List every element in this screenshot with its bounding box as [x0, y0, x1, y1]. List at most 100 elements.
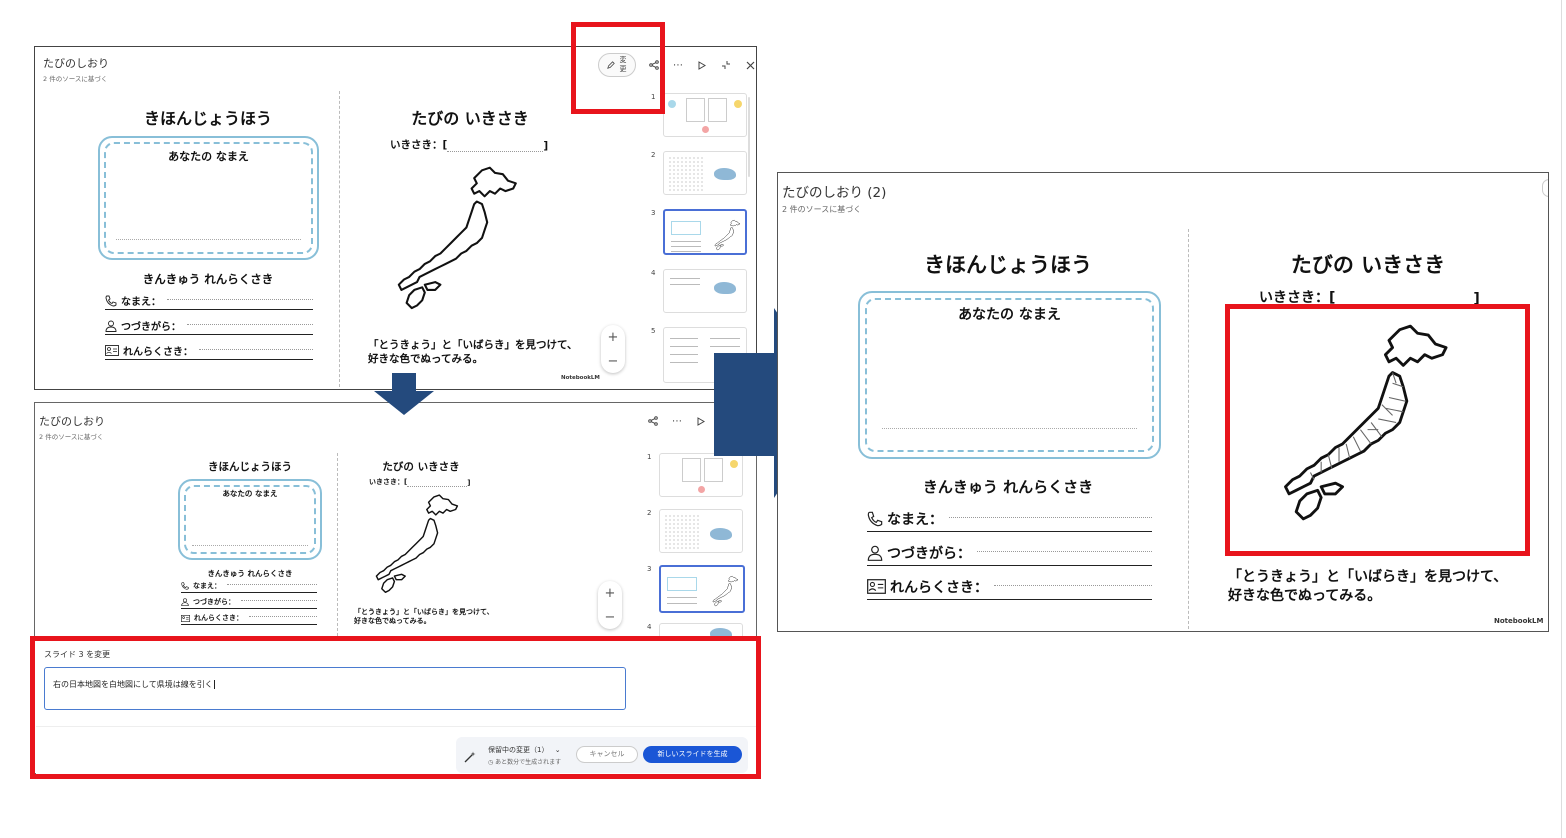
thumbnail-number: 3	[647, 565, 652, 573]
page-edge-line	[1561, 0, 1562, 838]
thumb-line	[670, 278, 700, 279]
slide-divider	[337, 453, 338, 651]
thumb-shark	[714, 168, 736, 180]
share-icon[interactable]	[647, 415, 659, 427]
slide-viewer-result: たびのしおり (2) 2 件のソースに基づく きほんじょうほう あなたの なまえ…	[777, 172, 1549, 632]
emergency-heading: きんきゅう れんらくさき	[922, 478, 1094, 496]
thumb-block	[708, 98, 727, 122]
field-dots	[949, 516, 1152, 518]
name-box-line	[116, 239, 301, 240]
pending-changes-bar: 保留中の変更（1） ⌄ ◷ あと数分で生成されます キャンセル 新しいスライドを…	[456, 737, 748, 773]
viewer-toolbar: ⋯	[647, 415, 707, 427]
more-icon[interactable]: ⋯	[672, 415, 682, 427]
emergency-heading: きんきゅう れんらくさき	[207, 569, 293, 578]
collapse-icon[interactable]	[720, 59, 732, 71]
emergency-heading: きんきゅう れんらくさき	[142, 272, 274, 286]
partial-control	[1542, 179, 1548, 197]
play-icon[interactable]	[695, 415, 707, 427]
destination-close: ]	[467, 479, 471, 487]
name-box-label: あなたの なまえ	[168, 150, 249, 163]
pending-changes-note: ◷ あと数分で生成されます	[488, 757, 561, 766]
edit-button-label: 変更	[619, 56, 627, 73]
thumbnail-image	[659, 509, 743, 553]
zoom-in-button[interactable]: +	[607, 329, 619, 345]
thumb-line	[670, 362, 698, 363]
phone-icon	[181, 582, 189, 590]
thumbnail-list: 1 2 3	[651, 93, 751, 389]
slide-canvas: きほんじょうほう あなたの なまえ きんきゅう れんらくさき なまえ： つづきが…	[175, 453, 525, 651]
thumb-line	[670, 338, 698, 339]
thumb-shark	[710, 528, 732, 540]
thumb-grid	[668, 156, 704, 192]
generate-new-slide-button[interactable]: 新しいスライドを生成	[643, 746, 742, 763]
thumb-shark	[714, 282, 736, 294]
more-icon[interactable]: ⋯	[673, 59, 683, 71]
thumbnail-image	[663, 269, 747, 313]
field-relationship: つづきがら：	[105, 317, 313, 335]
zoom-out-button[interactable]: −	[604, 609, 616, 625]
thumb-dot	[668, 100, 676, 108]
destination-blank	[407, 486, 468, 487]
thumb-block	[671, 221, 701, 235]
name-box: あなたの なまえ	[178, 479, 322, 560]
basic-info-heading: きほんじょうほう	[208, 461, 292, 473]
viewer-toolbar: 変更 ⋯	[598, 53, 756, 77]
thumbnail-image	[663, 93, 747, 137]
destination-blank	[447, 151, 544, 152]
instruction-text: 「とうきょう」と「いばらき」を見つけて、 好きな色でぬってみる。	[368, 338, 577, 366]
thumbnail-number: 3	[651, 209, 656, 217]
destination-heading: たびの いきさき	[1290, 253, 1446, 277]
thumb-line	[667, 603, 697, 604]
field-relationship-label: つづきがら：	[887, 545, 971, 562]
slide-divider	[1188, 229, 1189, 629]
instruction-line-1: 「とうきょう」と「いばらき」を見つけて、	[368, 339, 578, 351]
japan-map	[371, 491, 461, 609]
thumb-map	[713, 219, 741, 255]
thumb-block	[686, 98, 705, 122]
field-name-label: なまえ：	[121, 297, 161, 308]
close-icon[interactable]	[744, 59, 756, 71]
thumbnail-number: 4	[647, 623, 652, 631]
edit-instruction-input[interactable]: 右の日本地図を白地図にして県境は線を引く	[44, 667, 626, 710]
edit-divider	[36, 726, 756, 727]
field-dots	[977, 550, 1152, 552]
slide-viewer-top: たびのしおり 2 件のソースに基づく 変更 ⋯ きほんじょうほう あなたの なま…	[34, 46, 757, 390]
name-box-line	[192, 545, 308, 546]
panel-title: たびのしおり (2)	[782, 185, 887, 201]
thumbnail-number: 4	[651, 269, 656, 277]
zoom-in-button[interactable]: +	[604, 585, 616, 601]
notebooklm-logo: NotebookLM	[561, 375, 600, 381]
instruction-text: 「とうきょう」と「いばらき」を見つけて、 好きな色でぬってみる。	[1228, 568, 1507, 606]
thumb-dot	[698, 486, 705, 493]
zoom-out-button[interactable]: −	[607, 353, 619, 369]
pending-changes-toggle[interactable]: 保留中の変更（1） ⌄	[488, 745, 561, 755]
edit-input-value: 右の日本地図を白地図にして県境は線を引く	[53, 680, 213, 689]
field-dots	[241, 600, 317, 601]
pencil-icon	[607, 61, 615, 69]
panel-subtitle: 2 件のソースに基づく	[782, 205, 862, 214]
field-name-label: なまえ：	[887, 511, 943, 528]
instruction-line-1: 「とうきょう」と「いばらき」を見つけて、	[1228, 569, 1508, 585]
destination-close: ]	[543, 140, 549, 152]
field-contact: れんらくさき：	[181, 612, 317, 625]
thumbnail-scrollbar[interactable]	[748, 97, 750, 177]
thumb-line	[671, 241, 701, 242]
edit-button[interactable]: 変更	[598, 53, 636, 77]
play-icon[interactable]	[696, 59, 708, 71]
thumbnail-image-selected	[663, 209, 747, 255]
cancel-button[interactable]: キャンセル	[576, 746, 638, 763]
zoom-control: + −	[598, 581, 622, 629]
destination-label: いきさき：[	[1259, 290, 1336, 306]
field-dots	[187, 323, 313, 325]
share-icon[interactable]	[648, 59, 660, 71]
chevron-down-icon: ⌄	[554, 746, 561, 754]
phone-icon	[105, 295, 117, 307]
thumb-block	[704, 458, 723, 482]
name-box-line	[882, 428, 1137, 429]
destination-label: いきさき：[	[369, 478, 408, 486]
person-icon	[105, 320, 117, 332]
thumb-line	[710, 338, 740, 339]
destination-heading: たびの いきさき	[411, 109, 529, 128]
clock-icon: ◷	[488, 759, 496, 766]
thumb-line	[710, 346, 740, 347]
